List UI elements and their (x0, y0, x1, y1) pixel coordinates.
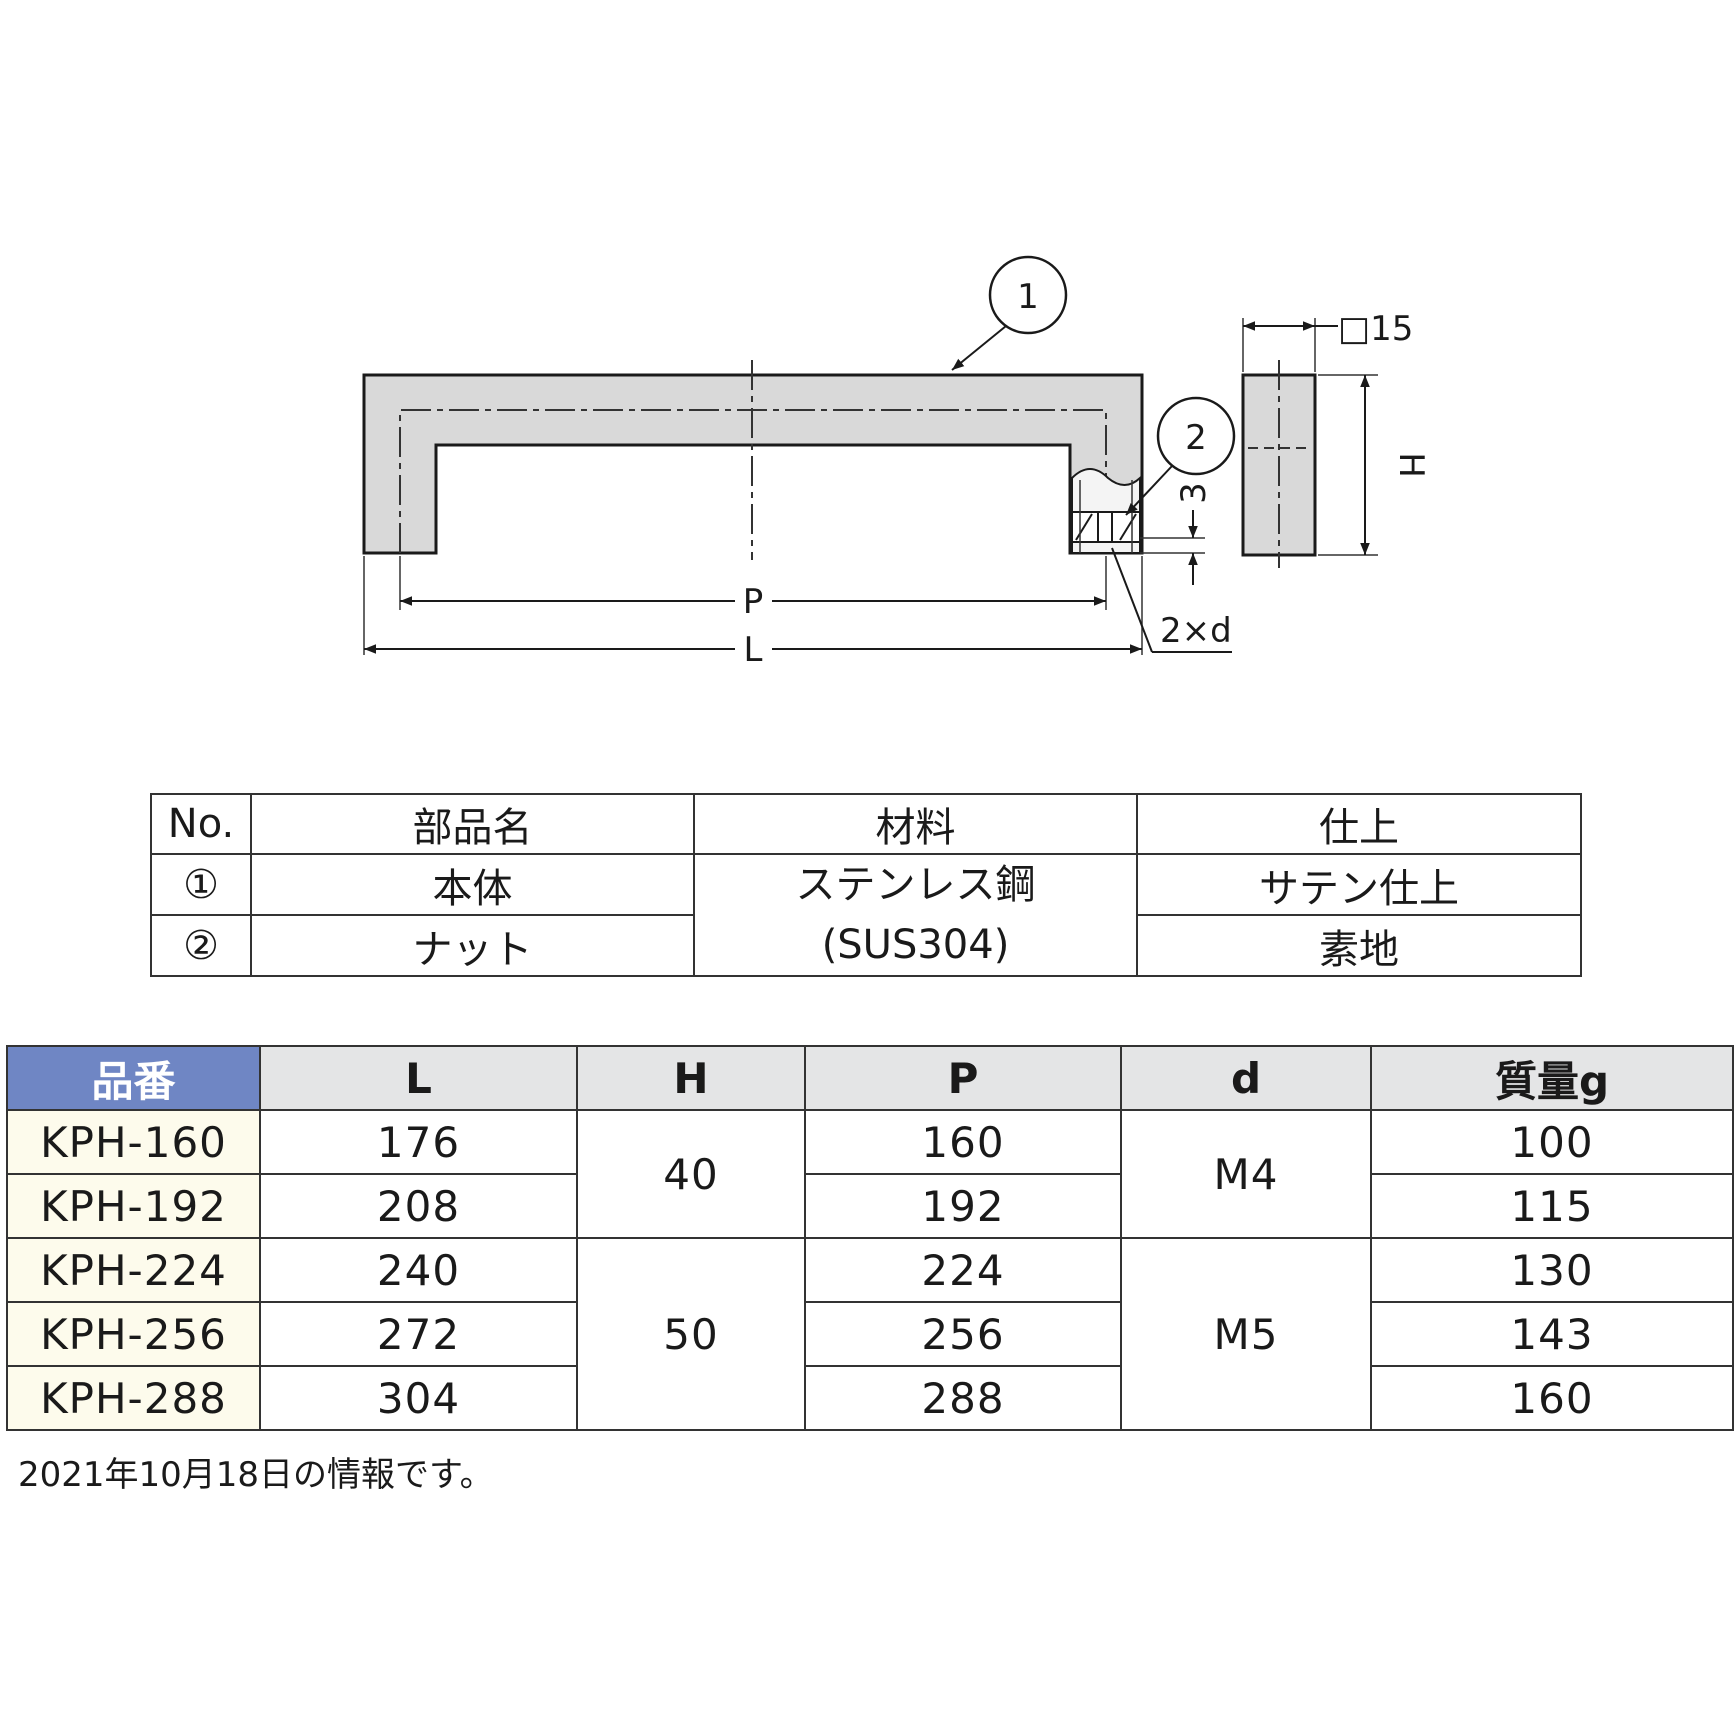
p-cell: 256 (804, 1301, 1122, 1367)
mass-cell: 100 (1370, 1109, 1734, 1175)
parts-header-no: No. (150, 793, 252, 855)
callout-2-label: 2 (1185, 418, 1207, 458)
spec-header-h: H (576, 1045, 806, 1111)
model-cell: KPH-160 (6, 1109, 261, 1175)
dim-square-label: □15 (1338, 309, 1413, 349)
dim-h-label: H (1391, 452, 1431, 478)
spec-header-row: 品番 L H P d 質量g (6, 1045, 1734, 1111)
table-row: KPH-288 304 288 160 (6, 1365, 1734, 1431)
table-row: ② ナット 素地 (150, 914, 1582, 977)
spec-table: 品番 L H P d 質量g KPH-160 176 40 160 M4 100… (6, 1045, 1734, 1431)
mass-cell: 130 (1370, 1237, 1734, 1303)
d-cell: M4 (1120, 1109, 1372, 1239)
parts-header-row: No. 部品名 材料 仕上 (150, 793, 1582, 855)
material-line1: ステンレス鋼 (795, 862, 1036, 908)
dim-3-label: 3 (1174, 482, 1214, 504)
h-cell: 40 (576, 1109, 806, 1239)
footer-note: 2021年10月18日の情報です。 (18, 1455, 494, 1495)
table-row: KPH-192 208 192 115 (6, 1173, 1734, 1239)
model-cell: KPH-288 (6, 1365, 261, 1431)
p-cell: 160 (804, 1109, 1122, 1175)
callout-1-label: 1 (1017, 277, 1039, 317)
l-cell: 272 (259, 1301, 578, 1367)
spec-header-d: d (1120, 1045, 1372, 1111)
l-cell: 304 (259, 1365, 578, 1431)
part-no: ② (150, 914, 252, 977)
material-line2: (SUS304) (821, 922, 1010, 968)
part-finish: 素地 (1136, 914, 1582, 977)
table-row: KPH-256 272 256 143 (6, 1301, 1734, 1367)
spec-header-p: P (804, 1045, 1122, 1111)
dim-l-label: L (744, 630, 763, 670)
table-row: KPH-224 240 50 224 M5 130 (6, 1237, 1734, 1431)
d-cell: M5 (1120, 1237, 1372, 1431)
part-finish: サテン仕上 (1136, 853, 1582, 916)
mass-cell: 143 (1370, 1301, 1734, 1367)
parts-table: No. 部品名 材料 仕上 ① 本体 ステンレス鋼 (SUS304) サテン仕上… (150, 793, 1582, 977)
technical-drawing: 1 2 P L 3 2×d □15 H (362, 255, 1431, 670)
part-name: ナット (250, 914, 695, 977)
dim-p-label: P (743, 582, 764, 622)
model-cell: KPH-192 (6, 1173, 261, 1239)
dim-2xd-label: 2×d (1160, 611, 1232, 651)
parts-header-finish: 仕上 (1136, 793, 1582, 855)
model-cell: KPH-224 (6, 1237, 261, 1303)
mass-cell: 160 (1370, 1365, 1734, 1431)
spec-header-model: 品番 (6, 1045, 261, 1111)
l-cell: 208 (259, 1173, 578, 1239)
l-cell: 176 (259, 1109, 578, 1175)
l-cell: 240 (259, 1237, 578, 1303)
parts-header-name: 部品名 (250, 793, 695, 855)
mass-cell: 115 (1370, 1173, 1734, 1239)
callout-2-circle (1156, 396, 1236, 476)
spec-header-l: L (259, 1045, 578, 1111)
handle-body (362, 373, 1144, 555)
part-no: ① (150, 853, 252, 916)
callout-1-circle (988, 255, 1068, 335)
part-name: 本体 (250, 853, 695, 916)
table-row: KPH-160 176 40 160 M4 100 (6, 1109, 1734, 1239)
model-cell: KPH-256 (6, 1301, 261, 1367)
part-material: ステンレス鋼 (SUS304) (693, 853, 1138, 977)
h-cell: 50 (576, 1237, 806, 1431)
parts-header-material: 材料 (693, 793, 1138, 855)
table-row: ① 本体 ステンレス鋼 (SUS304) サテン仕上 (150, 853, 1582, 977)
p-cell: 192 (804, 1173, 1122, 1239)
p-cell: 224 (804, 1237, 1122, 1303)
spec-header-mass: 質量g (1370, 1045, 1734, 1111)
p-cell: 288 (804, 1365, 1122, 1431)
